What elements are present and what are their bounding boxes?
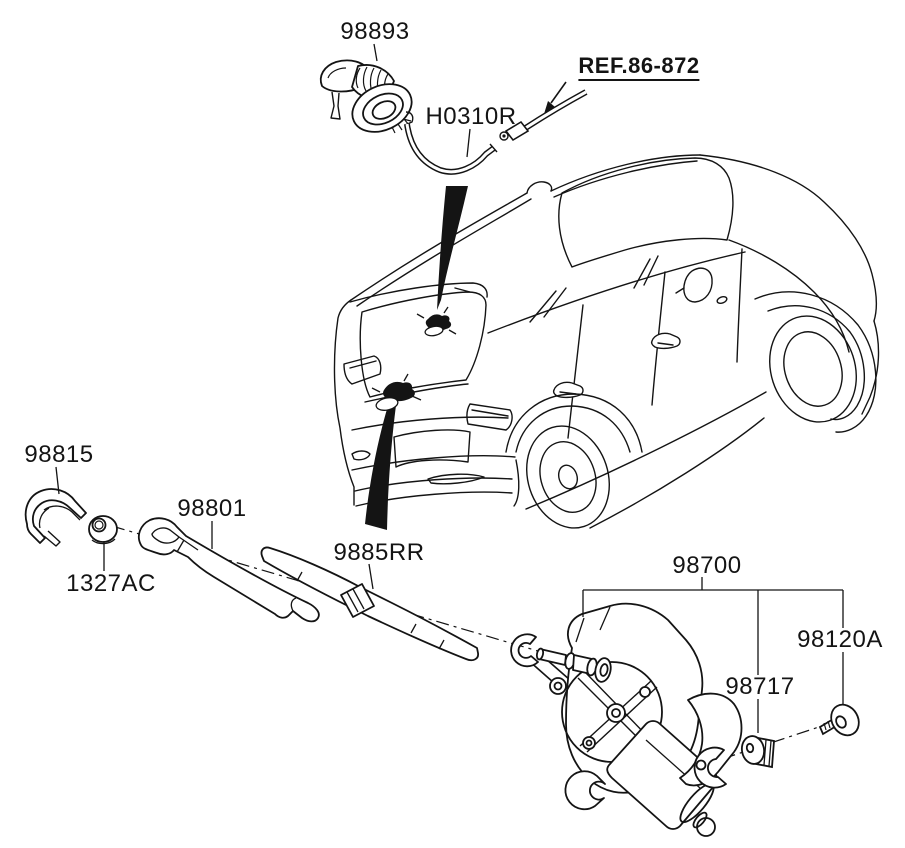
leader-line-9885rr [368, 563, 374, 590]
wiper-arm-drawing [137, 517, 320, 623]
hatch-wedge-pointer [365, 389, 398, 530]
part-label-98893[interactable]: 98893 [340, 18, 410, 45]
side-mirror [683, 267, 713, 303]
part-label-98801[interactable]: 98801 [177, 495, 247, 522]
washer-hose-drawing [402, 118, 498, 175]
part-label-h0310r[interactable]: H0310R [425, 103, 517, 130]
part-label-98700[interactable]: 98700 [672, 552, 742, 579]
leader-line-h0310r [466, 128, 471, 158]
part-label-ref-86-872[interactable]: REF.86-872 [578, 55, 700, 81]
part-label-98120a[interactable]: 98120A [797, 626, 883, 653]
leader-line-98815 [55, 466, 60, 495]
callout-lines [55, 43, 844, 733]
arm-cap-drawing [24, 488, 87, 547]
screw-drawing [818, 703, 860, 737]
wiper-blade-drawing [260, 546, 479, 662]
ref-arrow [544, 81, 567, 114]
pivot-nut-drawing [88, 515, 118, 545]
ref-hose-stub-drawing [499, 89, 588, 142]
wiper-pivot-mark [383, 381, 415, 402]
washer-nozzle-drawing [319, 59, 414, 134]
part-label-98717[interactable]: 98717 [725, 673, 795, 700]
grommet-drawing [740, 735, 775, 769]
door-handle-front [650, 332, 681, 350]
part-label-9885rr[interactable]: 9885RR [333, 539, 425, 566]
pointer-marks [365, 186, 468, 530]
part-label-1327ac[interactable]: 1327AC [66, 570, 156, 597]
mark-details [371, 306, 457, 411]
callout-bracket-98700 [582, 577, 844, 733]
roof-wedge-pointer [437, 186, 468, 310]
motor-assembly-drawing [510, 602, 743, 837]
car-drawing [333, 154, 880, 529]
leader-line-98893 [373, 43, 378, 62]
part-label-98815[interactable]: 98815 [24, 441, 94, 468]
